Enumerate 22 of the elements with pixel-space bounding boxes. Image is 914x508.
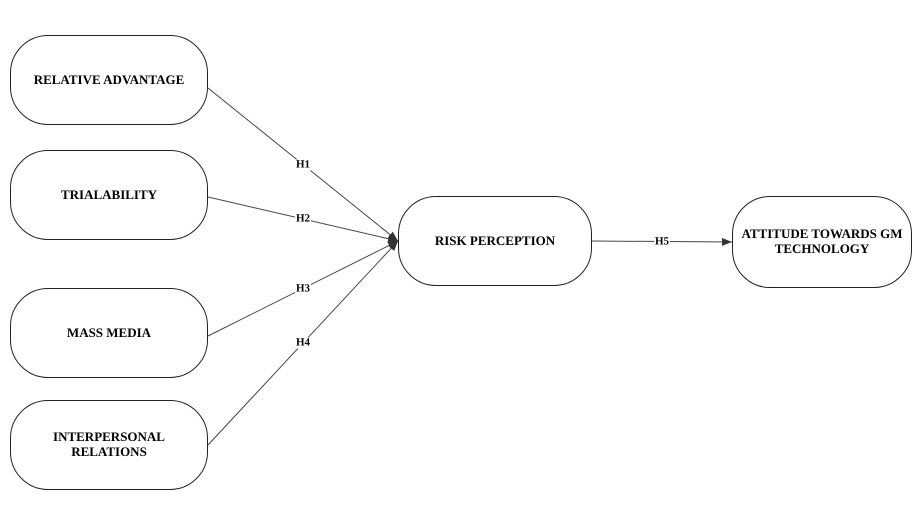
arrow: [208, 196, 398, 243]
node-label: RISK PERCEPTION: [434, 234, 556, 248]
node-label: TRIALABILITY: [60, 188, 158, 202]
arrow: [208, 240, 398, 336]
rounded-node: [10, 150, 208, 240]
arrow: [208, 88, 398, 242]
node-label: INTERPERSONAL RELATIONS: [52, 430, 166, 460]
arrow: [592, 238, 732, 246]
node-label: MASS MEDIA: [66, 326, 152, 340]
node-label: ATTITUDE TOWARDS GM TECHNOLOGY: [740, 227, 904, 257]
node-label: RELATIVE ADVANTAGE: [32, 72, 186, 88]
edge-label: H4: [294, 338, 312, 348]
edge-label: H3: [294, 283, 312, 294]
edge-label: H5: [654, 236, 670, 247]
rounded-node: [10, 288, 208, 378]
arrow: [208, 240, 398, 446]
rounded-node: [10, 400, 208, 490]
edge-label: H1: [294, 159, 312, 170]
rounded-node: [10, 35, 208, 125]
rounded-node: [398, 196, 592, 286]
rounded-node: [732, 196, 912, 288]
edge-label: H2: [294, 214, 312, 224]
